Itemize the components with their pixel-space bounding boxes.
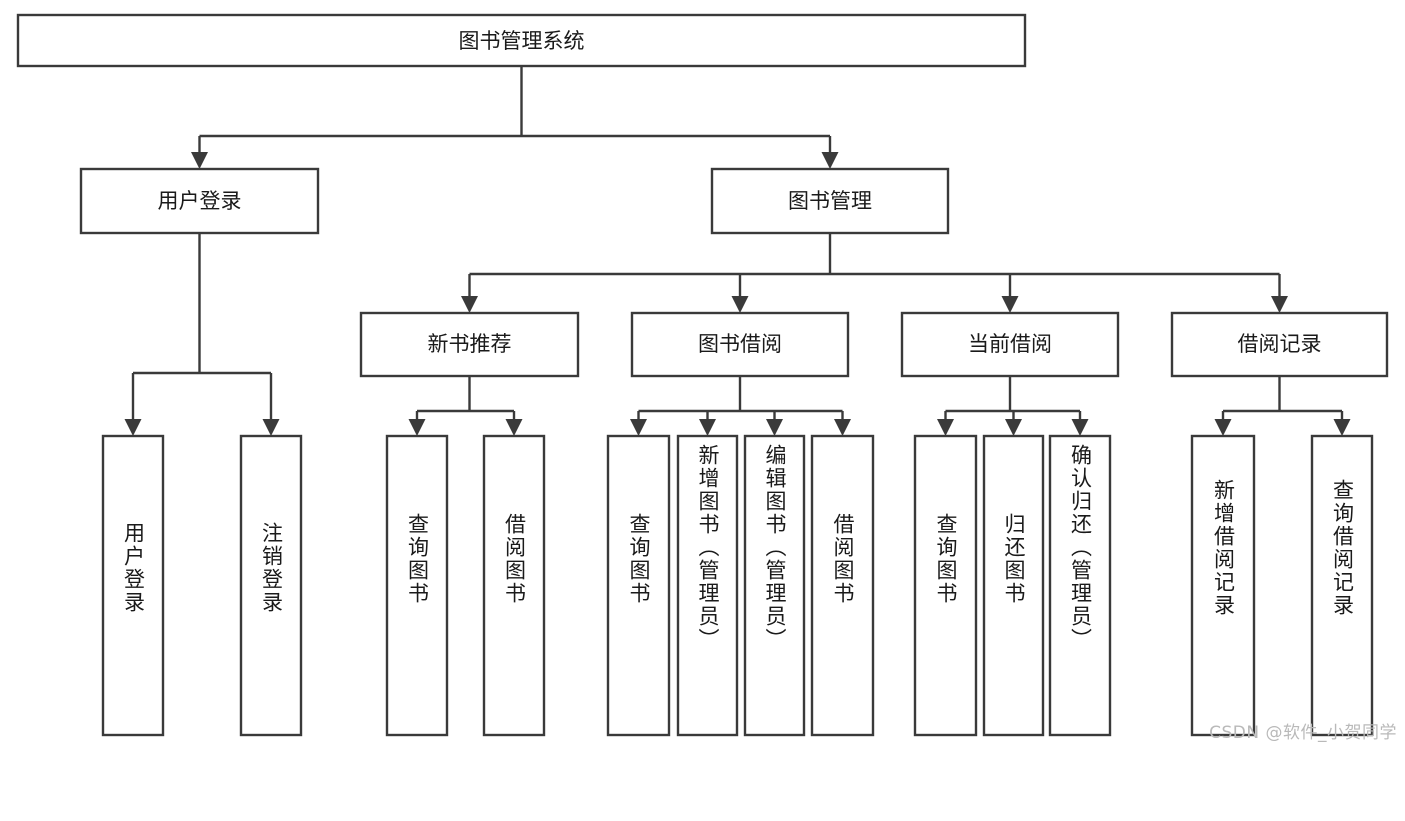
leaf-box-borrow-book[interactable] [810,434,875,737]
root-label: 图书管理系统 [459,29,585,53]
node-current-borrow[interactable]: 当前借阅 [900,311,1120,378]
node-book-management[interactable]: 图书管理 [710,167,950,235]
leaf-box-confirm-return-admin[interactable] [1048,434,1112,737]
leaf-boxes-layer [101,434,1374,737]
csdn-watermark: CSDN @软件_小贺同学 [1209,723,1397,743]
root-box[interactable] [16,13,1027,68]
new-book-recommend-label: 新书推荐 [428,332,512,356]
user-login-label: 用户登录 [158,189,242,213]
tree-diagram-svg: 图书管理系统 用户登录 图书管理 新书推荐 图书借阅 当前借阅 借阅记录 [16,13,1389,737]
current-borrow-label: 当前借阅 [968,332,1052,356]
leaf-box-query-book-borrow[interactable] [606,434,671,737]
node-new-book-recommend[interactable]: 新书推荐 [359,311,580,378]
leaf-box-query-borrow-record[interactable] [1310,434,1374,737]
leaf-box-logout-login[interactable] [239,434,303,737]
node-root[interactable]: 图书管理系统 [16,13,1027,68]
user-login-box[interactable] [79,167,320,235]
book-borrow-box[interactable] [630,311,850,378]
borrow-record-box[interactable] [1170,311,1389,378]
node-borrow-record[interactable]: 借阅记录 [1170,311,1389,378]
connector-recommend-to-leaves [408,376,523,436]
new-book-recommend-box[interactable] [359,311,580,378]
current-borrow-box[interactable] [900,311,1120,378]
connector-borrow-to-leaves [630,376,851,436]
diagram-canvas: 图书管理系统 用户登录 图书管理 新书推荐 图书借阅 当前借阅 借阅记录 [16,13,1397,743]
leaf-box-borrow-book-recommend[interactable] [482,434,546,737]
node-user-login[interactable]: 用户登录 [79,167,320,235]
leaf-box-query-book-current[interactable] [913,434,978,737]
leaf-box-edit-book-admin[interactable] [743,434,806,737]
connectors-layer [124,66,1351,436]
connector-current-to-leaves [937,376,1089,436]
connector-root-to-level2 [191,66,839,169]
book-management-label: 图书管理 [788,189,872,213]
leaf-box-user-login[interactable] [101,434,165,737]
connector-record-to-leaves [1214,376,1351,436]
borrow-record-label: 借阅记录 [1238,332,1322,356]
book-borrow-label: 图书借阅 [698,332,782,356]
connector-userlogin-to-leaves [124,233,280,436]
book-management-box[interactable] [710,167,950,235]
leaf-box-add-book-admin[interactable] [676,434,739,737]
connector-bookmgmt-to-level3 [461,233,1288,313]
node-book-borrow[interactable]: 图书借阅 [630,311,850,378]
leaf-box-return-book[interactable] [982,434,1045,737]
leaf-box-add-borrow-record[interactable] [1190,434,1256,737]
leaf-box-query-book-recommend[interactable] [385,434,449,737]
